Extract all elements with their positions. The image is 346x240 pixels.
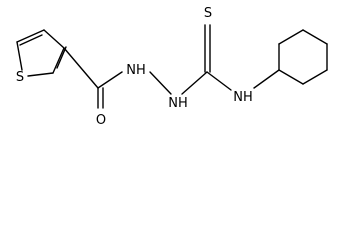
molecule-structure: S O NH NH S NH (16, 6, 328, 128)
atom-nh-hydrazide-1: NH (126, 63, 146, 78)
bond-nh-nh (149, 71, 172, 95)
atom-nh-amide: NH (233, 90, 253, 105)
bond-cy-6 (278, 69, 304, 85)
atom-nh-hydrazide-2: NH (168, 96, 188, 111)
bond-c4-c5-double (19, 34, 43, 46)
molecule-canvas: S O NH NH S NH (15, 6, 328, 128)
bond-nh-thiocarbonyl (181, 71, 208, 95)
bond-nh-cyclohexyl (253, 69, 280, 89)
bond-cy-2 (278, 29, 304, 45)
bond-c4-c5 (16, 29, 45, 43)
bond-s1-c2 (27, 72, 54, 77)
bond-c5-s1 (16, 41, 23, 71)
bond-cy-5 (302, 69, 328, 85)
bond-thiocarbonyl-nh (206, 71, 232, 91)
bond-c2-c3-double (56, 46, 67, 69)
atom-s-thiophene: S (16, 70, 24, 85)
bond-c2-c3 (52, 47, 65, 74)
atom-s-thiocarbonyl: S (204, 6, 212, 21)
thiophene-ring (16, 29, 67, 77)
bond-carbonyl-nh (97, 71, 123, 89)
bond-ring-carbonyl (63, 47, 99, 89)
bond-cy-3 (302, 29, 328, 45)
atom-o-carbonyl: O (96, 113, 106, 128)
bond-c3-c4 (43, 29, 65, 49)
cyclohexane-ring (278, 29, 328, 85)
